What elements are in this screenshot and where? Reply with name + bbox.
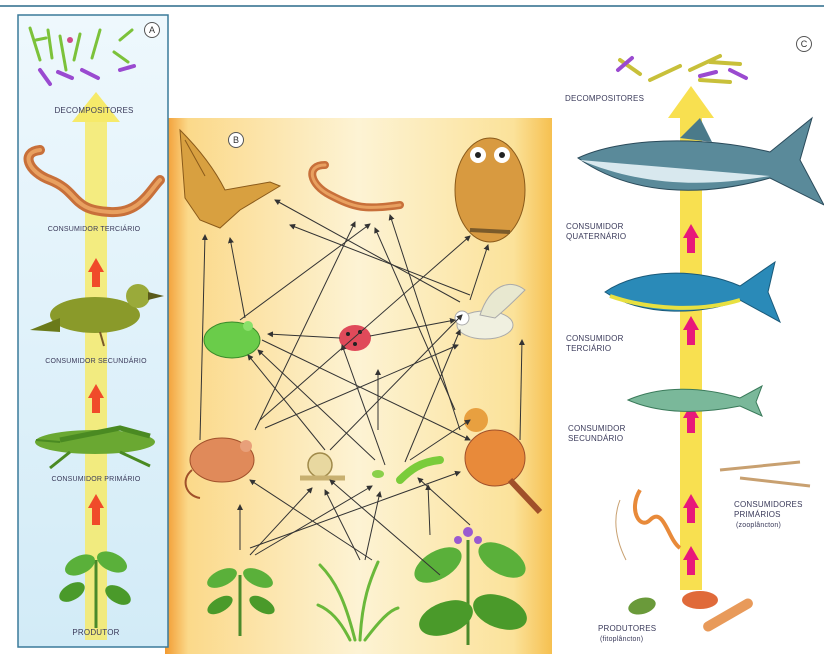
owl-icon xyxy=(455,138,525,242)
label-primary-consumers-line1: CONSUMIDORES xyxy=(734,500,803,510)
panel-c-badge: C xyxy=(796,36,812,52)
label-quaternary-consumer-line1: CONSUMIDOR xyxy=(566,222,624,232)
label-tertiary-consumer-line1: CONSUMIDOR xyxy=(566,334,624,344)
label-primary-consumers-line2: PRIMÁRIOS xyxy=(734,510,781,520)
label-primary-consumer: CONSUMIDOR PRIMÁRIO xyxy=(52,475,141,485)
label-producer: PRODUTOR xyxy=(72,628,119,638)
sardine-icon xyxy=(628,386,762,416)
label-primary-consumers-line3: (zooplâncton) xyxy=(736,521,781,531)
fungi-decomposer-icon xyxy=(618,56,746,82)
label-producers-line2: (fitoplâncton) xyxy=(600,635,643,645)
label-secondary-consumer-line1: CONSUMIDOR xyxy=(568,424,626,434)
label-secondary-consumer: CONSUMIDOR SECUNDÁRIO xyxy=(45,357,146,367)
label-decomposers: DECOMPOSITORES xyxy=(54,106,133,116)
label-tertiary-consumer-line2: TERCIÁRIO xyxy=(566,344,611,354)
panel-b-badge: B xyxy=(228,132,244,148)
panel-a-badge: A xyxy=(144,22,160,38)
label-tertiary-consumer: CONSUMIDOR TERCIÁRIO xyxy=(48,225,141,235)
label-producers-line1: PRODUTORES xyxy=(598,624,656,634)
label-quaternary-consumer-line2: QUATERNÁRIO xyxy=(566,232,626,242)
zooplankton-icon xyxy=(616,462,810,560)
label-secondary-consumer-line2: SECUNDÁRIO xyxy=(568,434,623,444)
label-decomposers: DECOMPOSITORES xyxy=(565,94,644,104)
